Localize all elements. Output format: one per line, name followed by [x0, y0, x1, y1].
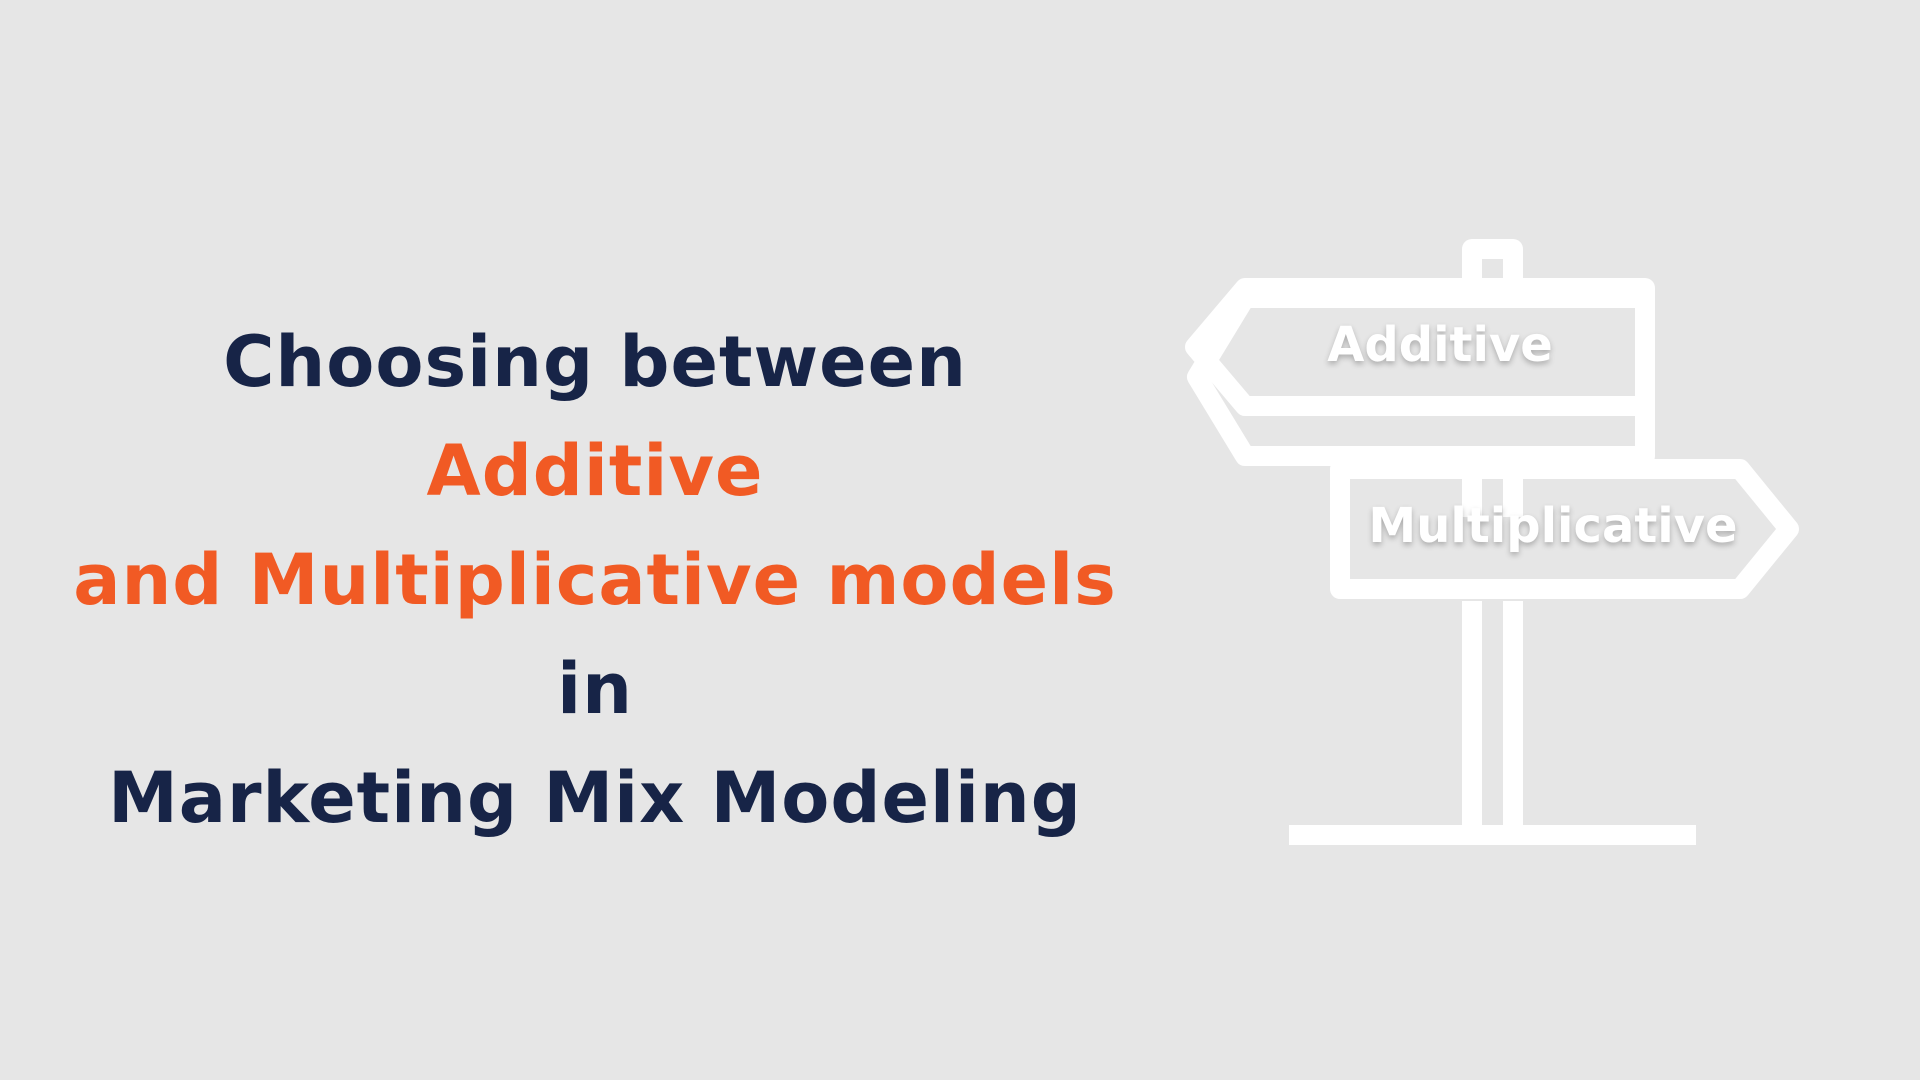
- title-text: Marketing Mix Modeling: [108, 757, 1082, 839]
- page-title: Choosing between Additive and Multiplica…: [70, 308, 1120, 853]
- post-cap: [1462, 239, 1523, 278]
- title-highlight-additive: Additive: [426, 430, 764, 512]
- additive-sign-board: [1187, 288, 1655, 466]
- post-base: [1289, 825, 1696, 845]
- title-line-3: Marketing Mix Modeling: [70, 744, 1120, 853]
- additive-sign-label: Additive: [1327, 317, 1553, 373]
- multiplicative-sign-label: Multiplicative: [1368, 498, 1738, 554]
- title-line-1: Choosing between Additive: [70, 308, 1120, 526]
- title-highlight-multiplicative: and Multiplicative models: [73, 539, 1117, 621]
- title-line-2: and Multiplicative models in: [70, 526, 1120, 744]
- title-text: Choosing between: [223, 321, 967, 403]
- title-text: in: [557, 648, 633, 730]
